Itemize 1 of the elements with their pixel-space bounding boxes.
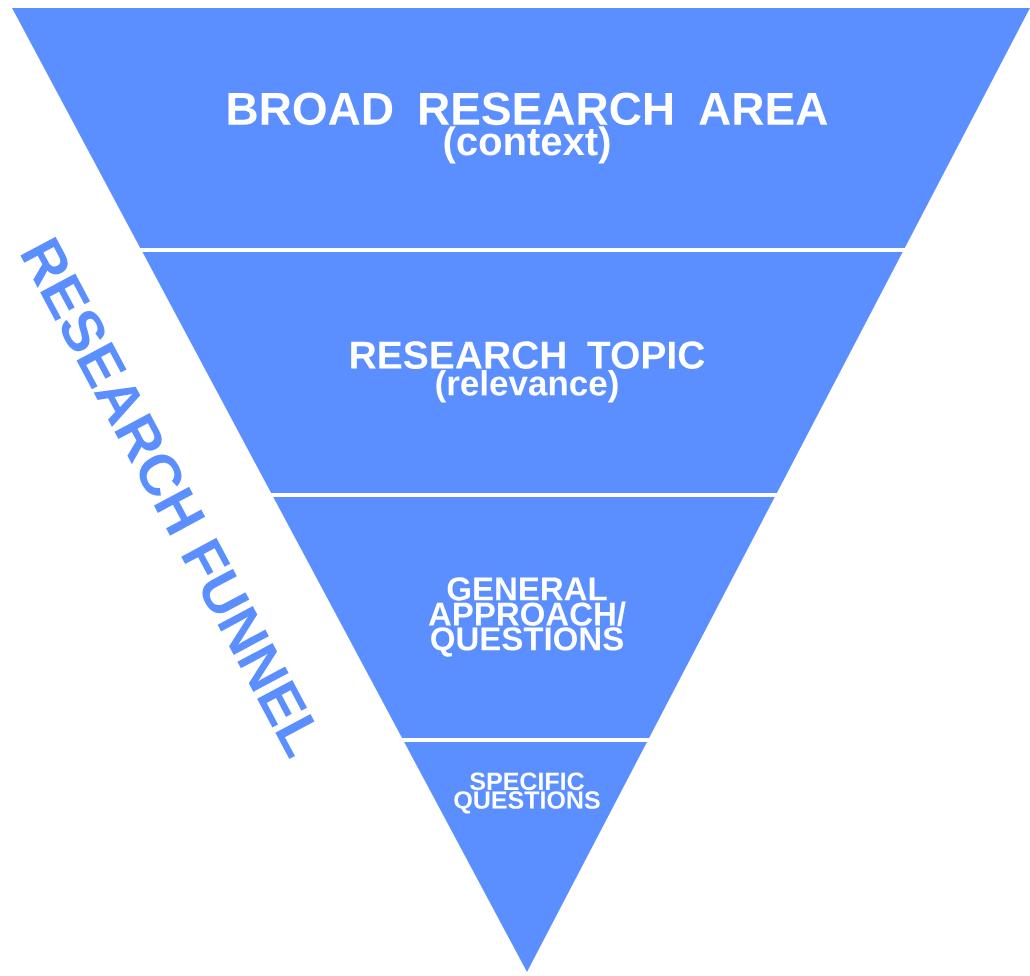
funnel-band: SPECIFIC QUESTIONS [404,742,647,972]
